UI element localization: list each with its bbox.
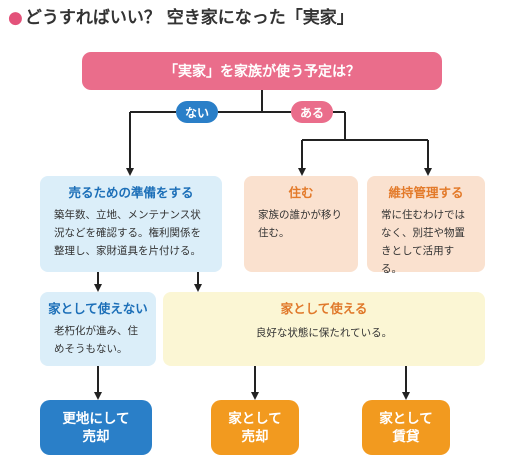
card-heading: 維持管理する (388, 185, 464, 200)
card-body-line: 家族の誰かが移り (258, 209, 342, 221)
card-usable-as-house: 家として使える 良好な状態に保たれている。 (163, 292, 485, 366)
card-live: 住む 家族の誰かが移り 住む。 (244, 176, 358, 272)
card-body-line: 住む。 (258, 227, 290, 239)
card-body-line: 築年数、立地、メンテナンス状 (54, 209, 201, 221)
card-body-line: なく、別荘や物置 (381, 227, 465, 239)
card-unusable-as-house: 家として使えない 老朽化が進み、住 めそうもない。 (40, 292, 156, 366)
question-text: 「実家」を家族が使う予定は？ (164, 64, 360, 80)
title-bullet: ● (8, 8, 23, 28)
card-body-line: 整理し、家財道具を片付ける。 (54, 245, 201, 257)
result-rent-house: 家として賃貸 (362, 400, 450, 455)
card-heading: 家として使えない (48, 301, 148, 316)
branch-yes-text: ある (299, 105, 324, 120)
result-vacant-land-sale: 更地にして売却 (40, 400, 152, 455)
card-body: 常に住むわけでは なく、別荘や物置 きとして活用する。 (367, 202, 485, 278)
card-body: 家族の誰かが移り 住む。 (244, 202, 358, 242)
card-body-line: 良好な状態に保たれている。 (255, 327, 393, 339)
result-line: 家として (228, 410, 282, 427)
result-line: 売却 (241, 428, 269, 445)
card-heading: 住む (288, 185, 314, 200)
branch-no-text: ない (184, 105, 209, 120)
card-body: 築年数、立地、メンテナンス状 況などを確認する。権利関係を 整理し、家財道具を片… (40, 202, 222, 260)
page-title: ●どうすればいい？ 空き家になった「実家」 (8, 6, 508, 30)
card-body: 良好な状態に保たれている。 (163, 318, 485, 342)
result-line: 売却 (82, 428, 110, 445)
card-prepare-to-sell: 売るための準備をする 築年数、立地、メンテナンス状 況などを確認する。権利関係を… (40, 176, 222, 272)
result-line: 賃貸 (392, 428, 420, 445)
card-body: 老朽化が進み、住 めそうもない。 (40, 318, 156, 358)
card-heading: 売るための準備をする (68, 185, 194, 200)
card-body-line: きとして活用する。 (381, 245, 455, 275)
card-heading: 家として使える (280, 301, 368, 316)
card-body-line: めそうもない。 (54, 343, 128, 355)
card-maintain: 維持管理する 常に住むわけでは なく、別荘や物置 きとして活用する。 (367, 176, 485, 275)
question-box: 「実家」を家族が使う予定は？ (82, 52, 442, 90)
result-line: 更地にして (62, 410, 130, 427)
branch-no-label: ない (176, 101, 218, 123)
branch-yes-label: ある (291, 101, 333, 123)
result-line: 家として (379, 410, 433, 427)
card-body-line: 況などを確認する。権利関係を (54, 227, 201, 239)
title-text: どうすればいい？ 空き家になった「実家」 (24, 8, 354, 28)
result-sell-house: 家として売却 (211, 400, 299, 455)
card-body-line: 老朽化が進み、住 (54, 325, 138, 337)
card-body-line: 常に住むわけでは (381, 209, 465, 221)
